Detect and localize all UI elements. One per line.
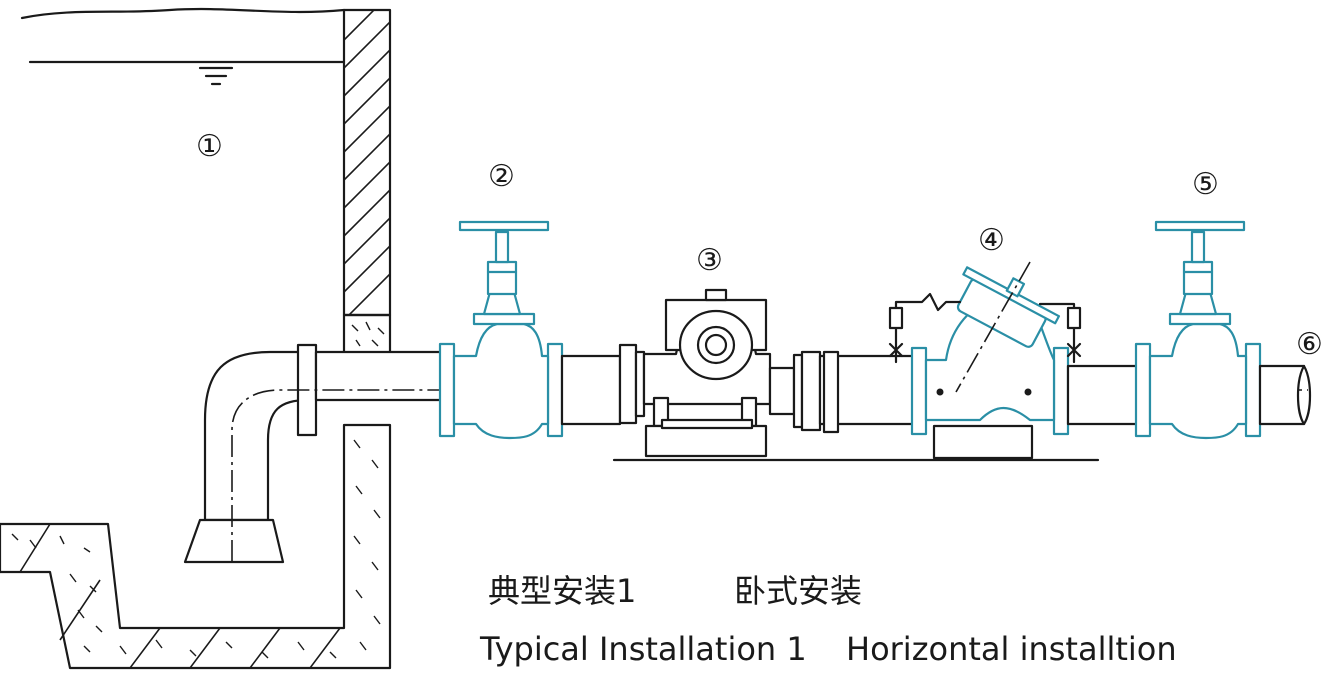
suction-pipe [183, 343, 444, 564]
pipe-segment-1 [560, 354, 622, 426]
control-valve [888, 261, 1082, 460]
label-6: ⑥ [1296, 327, 1323, 362]
horizontal-pump [618, 288, 822, 458]
caption-zh-typical: 典型安装1 [488, 572, 637, 610]
label-4: ④ [978, 223, 1005, 258]
sump-pit [0, 423, 392, 670]
gate-valve-inlet [438, 220, 564, 440]
label-1: ① [196, 129, 223, 164]
outlet-pipe [1258, 364, 1312, 426]
water-tank [20, 7, 346, 86]
caption-en-horizontal: Horizontal installtion [846, 630, 1177, 668]
label-3: ③ [696, 243, 723, 278]
water-level-icon [198, 66, 234, 86]
caption-en-typical: Typical Installation 1 [480, 630, 807, 668]
caption-zh-horizontal: 卧式安装 [734, 572, 863, 610]
coupling-flange [822, 350, 840, 434]
gate-valve-outlet [1134, 220, 1262, 440]
label-2: ② [488, 159, 515, 194]
pipe-segment-3 [1066, 364, 1142, 426]
label-5: ⑤ [1192, 167, 1219, 202]
tank-wall [342, 8, 392, 357]
